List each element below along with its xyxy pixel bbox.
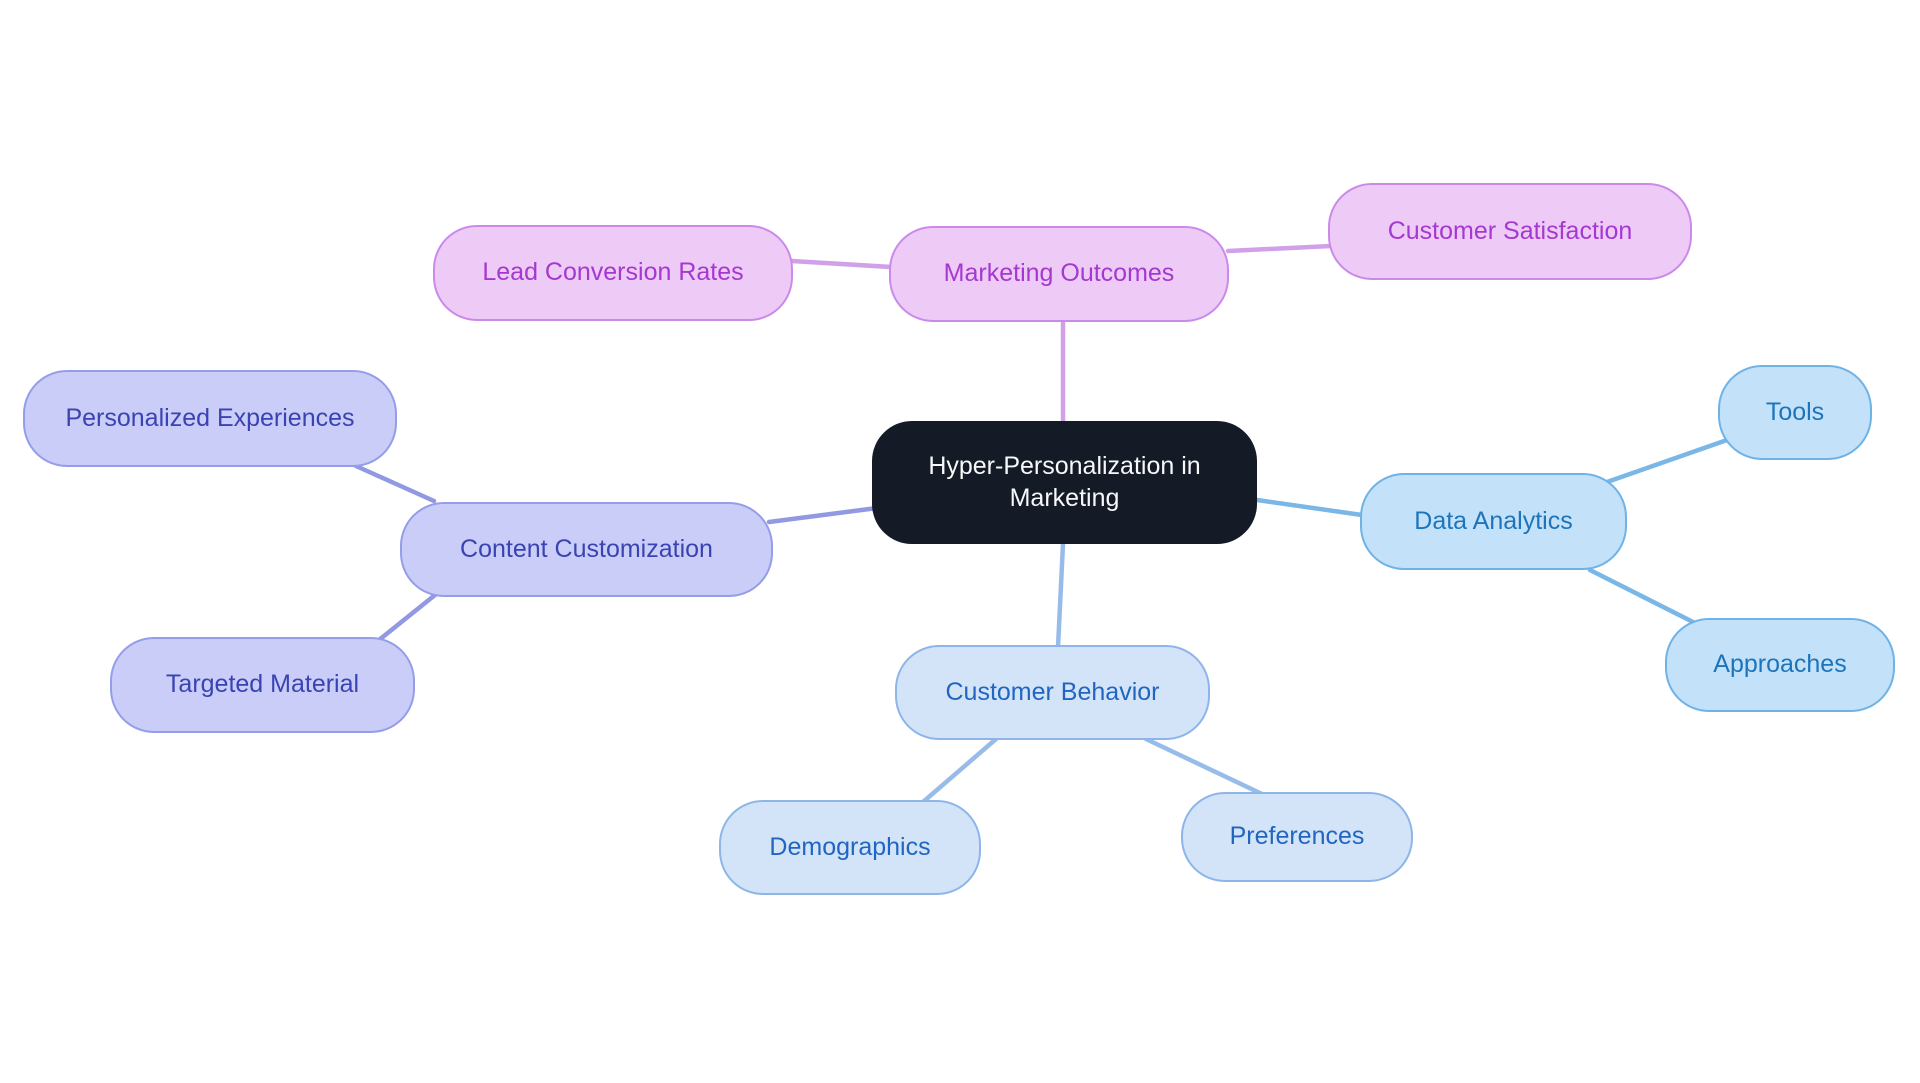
edge-central-customer-behavior [1055, 541, 1066, 650]
child-preferences[interactable]: Preferences [1181, 792, 1413, 882]
edge-marketing-outcomes-customer-satisfaction [1225, 243, 1334, 254]
edge-marketing-outcomes-lead-conversion-rates [789, 258, 894, 270]
edge-central-data-analytics [1254, 497, 1365, 518]
child-targeted-material[interactable]: Targeted Material [110, 637, 415, 733]
child-lead-conversion-rates[interactable]: Lead Conversion Rates [433, 225, 793, 321]
edge-data-analytics-approaches [1587, 567, 1696, 625]
child-customer-satisfaction[interactable]: Customer Satisfaction [1328, 183, 1692, 280]
edge-data-analytics-tools [1604, 437, 1730, 485]
edge-content-customization-personalized-experiences [353, 463, 437, 504]
edge-customer-behavior-preferences [1143, 736, 1265, 797]
child-demographics[interactable]: Demographics [719, 800, 981, 895]
branch-marketing-outcomes[interactable]: Marketing Outcomes [889, 226, 1229, 322]
edge-customer-behavior-demographics [920, 736, 999, 805]
branch-content-customization[interactable]: Content Customization [400, 502, 773, 597]
edge-central-content-customization [766, 505, 880, 525]
central-topic-hyper-personalization[interactable]: Hyper-Personalization in Marketing [872, 421, 1257, 544]
child-approaches[interactable]: Approaches [1665, 618, 1895, 712]
branch-data-analytics[interactable]: Data Analytics [1360, 473, 1627, 570]
branch-customer-behavior[interactable]: Customer Behavior [895, 645, 1210, 740]
child-personalized-experiences[interactable]: Personalized Experiences [23, 370, 397, 467]
child-tools[interactable]: Tools [1718, 365, 1872, 460]
edge-content-customization-targeted-material [376, 592, 438, 643]
